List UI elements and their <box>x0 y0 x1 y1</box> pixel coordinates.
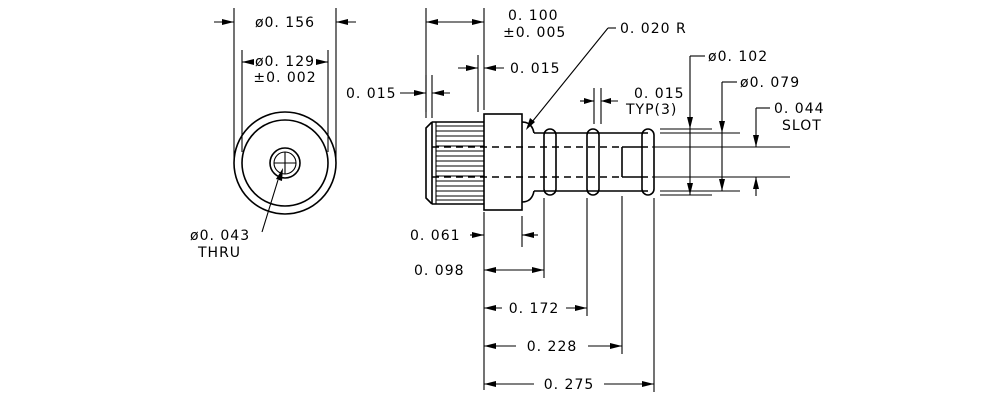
dim-275-label: 0. 275 <box>544 377 595 393</box>
dia-inner-tolerance: ±0. 002 <box>253 70 316 86</box>
knurl-offset-label: 0. 015 <box>510 61 561 77</box>
head-length-tolerance: ±0. 005 <box>503 25 566 41</box>
groove-width-label: 0. 015 <box>634 86 685 102</box>
hole-thru-label: THRU <box>197 245 241 261</box>
side-view <box>425 113 655 211</box>
slot-width-label: 0. 044 <box>774 101 825 117</box>
dim-098-label: 0. 098 <box>414 263 465 279</box>
dim-061-label: 0. 061 <box>410 228 461 244</box>
knurl-lines <box>436 125 484 201</box>
dia-shaft-label: ø0. 079 <box>740 75 800 91</box>
dim-172-label: 0. 172 <box>509 301 560 317</box>
dia-groove-label: ø0. 102 <box>708 49 768 65</box>
dia-inner-label: ø0. 129 <box>255 54 315 70</box>
end-view <box>214 8 356 233</box>
hole-dia-label: ø0. 043 <box>190 228 250 244</box>
groove-width-note: TYP(3) <box>625 102 677 118</box>
dia-outer-label: ø0. 156 <box>255 15 315 31</box>
slot-label: SLOT <box>782 118 822 134</box>
hole-circle <box>269 147 301 179</box>
dim-228-label: 0. 228 <box>527 339 578 355</box>
chamfer-label: 0. 015 <box>346 86 397 102</box>
inner-circle <box>241 119 329 207</box>
head-length-label: 0. 100 <box>508 8 559 24</box>
side-dimension-lines <box>400 8 790 392</box>
outer-circle <box>233 111 337 215</box>
radius-label: 0. 020 R <box>620 21 687 37</box>
